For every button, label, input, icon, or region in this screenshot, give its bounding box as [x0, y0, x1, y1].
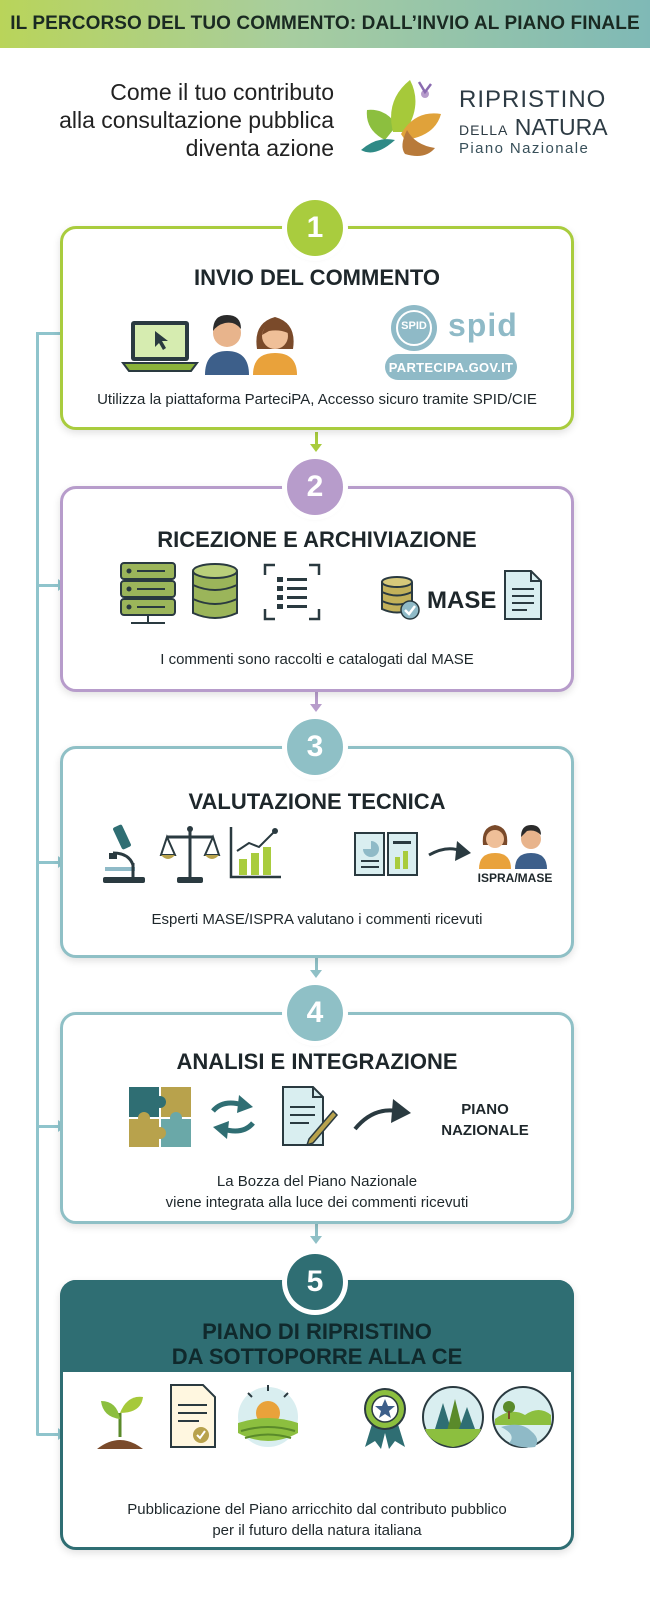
logo-line1: RIPRISTINO — [459, 86, 607, 113]
step-2-badge: 2 — [287, 459, 343, 515]
puzzle-icon — [129, 1087, 191, 1147]
step-connector — [310, 1224, 322, 1244]
sunrise-fields-icon — [238, 1385, 298, 1447]
caption-line: per il futuro della natura italiana — [212, 1522, 422, 1539]
step-3-badge: 3 — [287, 719, 343, 775]
spid-seal-icon — [391, 305, 437, 351]
mase-label: MASE — [427, 587, 497, 614]
laptop-cursor-icon — [121, 321, 199, 372]
leaf-face-logo-icon — [361, 80, 441, 156]
caption-line: La Bozza del Piano Nazionale — [216, 1173, 418, 1190]
subtitle-line: diventa azione — [185, 135, 334, 161]
subtitle: Come il tuo contributo alla consultazion… — [12, 78, 334, 162]
logo-line2b: NATURA — [514, 114, 608, 140]
caption-line: Pubblicazione del Piano arricchito dal c… — [127, 1501, 507, 1518]
subtitle-line: alla consultazione pubblica — [59, 107, 334, 133]
forest-icon — [422, 1386, 484, 1448]
microscope-icon — [103, 824, 145, 883]
database-check-icon — [381, 576, 420, 620]
spid-seal-label: SPID — [401, 320, 427, 332]
piano-nazionale-label: PIANO NAZIONALE — [425, 1099, 545, 1141]
step-connector — [310, 958, 322, 978]
feedback-arrow — [38, 579, 66, 591]
man-avatar-icon — [205, 315, 249, 375]
step-caption: I commenti sono raccolti e catalogati da… — [160, 651, 474, 668]
server-icon — [120, 562, 176, 624]
feedback-arrow — [38, 856, 66, 868]
bar-chart-icon — [229, 827, 281, 879]
database-icon — [192, 563, 238, 619]
label-line: NAZIONALE — [441, 1122, 529, 1139]
step-title: RICEZIONE E ARCHIVIAZIONE — [157, 527, 477, 552]
title-banner: IL PERCORSO DEL TUO COMMENTO: DALL’INVIO… — [0, 0, 650, 48]
swap-arrows-icon — [211, 1095, 255, 1139]
spid-logo: spid — [448, 307, 518, 343]
document-icon — [504, 570, 542, 620]
list-scan-icon — [263, 563, 321, 621]
step-5-badge: 5 — [287, 1254, 343, 1310]
step-connector — [310, 692, 322, 712]
step-1-card: INVIO DEL COMMENTO SPID spid PARTECIPA.G… — [60, 226, 574, 430]
step-title: PIANO DI RIPRISTINO DA SOTTOPORRE ALLA C… — [63, 1319, 571, 1369]
step-4-badge: 4 — [287, 985, 343, 1041]
document-edit-icon — [282, 1086, 339, 1147]
step-4-card: ANALISI E INTEGRAZIONE PIANO NAZIONALE L… — [60, 1012, 574, 1224]
step-caption: Pubblicazione del Piano arricchito dal c… — [63, 1499, 571, 1541]
logo-line3: Piano Nazionale — [459, 140, 590, 157]
step-caption: Utilizza la piattaforma ParteciPA, Acces… — [97, 391, 537, 408]
curved-arrow-icon — [353, 1099, 411, 1131]
ispra-mase-label: ISPRA/MASE — [477, 871, 553, 885]
logo-line2: DELLA NATURA — [459, 114, 608, 141]
scales-icon — [159, 826, 221, 883]
banner-title: IL PERCORSO DEL TUO COMMENTO: DALL’INVIO… — [10, 13, 640, 34]
title-line: PIANO DI RIPRISTINO — [202, 1319, 432, 1344]
feedback-arrow — [38, 1428, 66, 1440]
step-1-badge: 1 — [287, 200, 343, 256]
river-landscape-icon — [492, 1386, 554, 1448]
feedback-rail — [36, 332, 39, 1436]
certificate-icon — [170, 1384, 216, 1448]
subtitle-line: Come il tuo contributo — [110, 79, 334, 105]
step-caption: Esperti MASE/ISPRA valutano i commenti r… — [151, 911, 483, 928]
feedback-arrow — [38, 1120, 66, 1132]
experts-icon — [479, 825, 547, 869]
caption-line: viene integrata alla luce dei commenti r… — [165, 1194, 469, 1211]
step-2-card: RICEZIONE E ARCHIVIAZIONE MASE — [60, 486, 574, 692]
step-title: INVIO DEL COMMENTO — [193, 265, 441, 290]
award-ribbon-icon — [364, 1388, 406, 1449]
feedback-rail-start — [36, 332, 62, 335]
step-3-card: VALUTAZIONE TECNICA — [60, 746, 574, 958]
logo-line2a: DELLA — [459, 122, 509, 138]
step-caption: La Bozza del Piano Nazionale viene integ… — [63, 1171, 571, 1213]
title-line: DA SOTTOPORRE ALLA CE — [171, 1344, 463, 1369]
woman-avatar-icon — [253, 317, 297, 375]
report-book-icon — [354, 832, 418, 876]
label-line: PIANO — [461, 1101, 509, 1118]
sprout-icon — [97, 1396, 143, 1449]
ripristino-logo: RIPRISTINO DELLA NATURA Piano Nazionale — [355, 70, 645, 165]
arrow-right-icon — [428, 841, 471, 861]
step-title: VALUTAZIONE TECNICA — [188, 789, 446, 814]
step-5-card: PIANO DI RIPRISTINO DA SOTTOPORRE ALLA C… — [60, 1280, 574, 1550]
step-title: ANALISI E INTEGRAZIONE — [176, 1049, 458, 1074]
step-connector — [310, 432, 322, 452]
partecipa-link[interactable]: PARTECIPA.GOV.IT — [385, 354, 517, 380]
